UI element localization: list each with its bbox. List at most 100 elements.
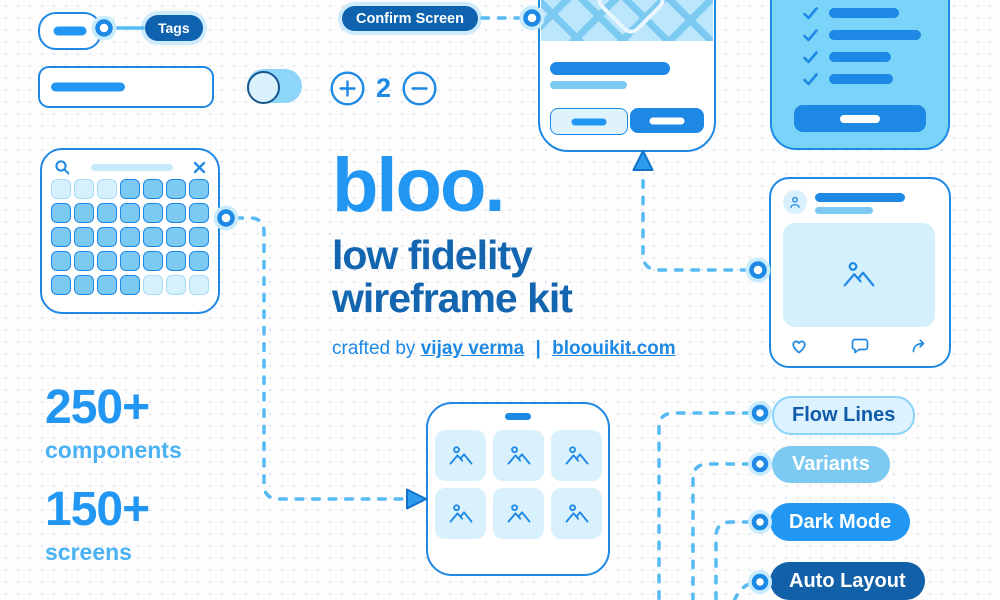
calendar-cell[interactable]	[51, 226, 71, 248]
calendar-cell[interactable]	[74, 250, 94, 272]
check-icon	[803, 6, 818, 19]
calendar-cell[interactable]	[120, 226, 140, 248]
gallery-grid	[435, 430, 602, 539]
calendar-wireframe	[40, 148, 220, 314]
feature-tag-label: Variants	[792, 453, 870, 475]
stepper-value: 2	[376, 72, 392, 103]
image-placeholder-icon	[507, 503, 530, 523]
calendar-cell[interactable]	[166, 250, 186, 272]
checklist-item-bar	[829, 74, 893, 84]
calendar-cell[interactable]	[74, 179, 94, 200]
feature-tag-variants: Variants	[772, 446, 890, 483]
calendar-cell[interactable]	[166, 202, 186, 224]
feature-tag-dark-mode: Dark Mode	[770, 503, 911, 541]
calendar-cell[interactable]	[51, 179, 71, 200]
primary-button[interactable]	[630, 108, 704, 133]
calendar-cell[interactable]	[189, 202, 209, 224]
image-placeholder-icon	[449, 445, 472, 465]
checklist-row	[802, 28, 921, 41]
calendar-cell[interactable]	[143, 250, 163, 272]
checklist-row	[802, 72, 921, 85]
stat-label: components	[45, 437, 182, 463]
image-placeholder-icon	[565, 445, 588, 465]
check-icon	[803, 50, 818, 63]
calendar-cell[interactable]	[74, 226, 94, 248]
toggle-switch[interactable]	[247, 69, 302, 104]
check-icon	[803, 72, 818, 85]
map-pin-icon	[592, 0, 670, 39]
dark-mode-tag-line	[714, 520, 752, 600]
button-label-bar	[649, 117, 685, 124]
gallery-item[interactable]	[493, 430, 544, 481]
toggle-knob[interactable]	[247, 70, 280, 104]
calendar-cell[interactable]	[51, 250, 71, 272]
confirm-screen-badge: Confirm Screen	[342, 6, 478, 31]
connector-dot	[748, 401, 772, 425]
gallery-item[interactable]	[551, 488, 602, 539]
calendar-cell[interactable]	[143, 179, 163, 200]
gallery-item[interactable]	[435, 430, 486, 481]
minus-button[interactable]	[402, 70, 437, 106]
plus-button[interactable]	[330, 70, 365, 106]
checklist-item-bar	[829, 8, 899, 18]
calendar-cell[interactable]	[166, 274, 186, 295]
calendar-cell[interactable]	[97, 202, 117, 224]
calendar-cell[interactable]	[97, 274, 117, 295]
title-placeholder-bar	[550, 62, 670, 75]
comment-icon[interactable]	[850, 336, 870, 355]
feature-tag-label: Flow Lines	[792, 404, 896, 426]
calendar-cell[interactable]	[120, 250, 140, 272]
stat-value: 250+	[45, 381, 150, 434]
feature-tag-label: Dark Mode	[789, 510, 892, 533]
connector-dot	[748, 570, 772, 594]
credit-line: crafted by vijay verma | bloouikit.com	[332, 338, 677, 360]
calendar-cell[interactable]	[189, 179, 209, 200]
calendar-cell[interactable]	[51, 202, 71, 224]
calendar-cell[interactable]	[189, 226, 209, 248]
stats-section: 250+ components 150+ screens	[45, 384, 182, 566]
checklist-row	[802, 6, 921, 19]
author-link[interactable]: vijay verma	[420, 338, 525, 360]
tag-chip[interactable]	[38, 12, 102, 50]
calendar-cell[interactable]	[120, 179, 140, 200]
calendar-cell[interactable]	[143, 274, 163, 295]
image-placeholder-icon	[507, 445, 530, 465]
calendar-cell[interactable]	[143, 226, 163, 248]
calendar-cell[interactable]	[97, 250, 117, 272]
stat-components: 250+ components	[45, 384, 182, 464]
checklist-confirm-button[interactable]	[794, 105, 926, 132]
username-bar	[815, 193, 905, 202]
checklist-rows	[802, 6, 921, 96]
calendar-header	[54, 158, 206, 176]
close-icon[interactable]	[193, 161, 206, 174]
gallery-item[interactable]	[435, 488, 486, 539]
share-icon[interactable]	[910, 336, 931, 355]
check-icon	[803, 28, 818, 41]
calendar-cell[interactable]	[166, 226, 186, 248]
calendar-cell[interactable]	[189, 250, 209, 272]
calendar-cell[interactable]	[51, 274, 71, 295]
calendar-cell[interactable]	[74, 274, 94, 295]
calendar-cell[interactable]	[120, 274, 140, 295]
checklist-wireframe	[770, 0, 950, 150]
button-label-bar	[571, 118, 607, 125]
calendar-cell[interactable]	[97, 226, 117, 248]
calendar-cell[interactable]	[166, 179, 186, 200]
title-line-1: low fidelity	[332, 232, 533, 278]
text-input[interactable]	[38, 66, 214, 108]
calendar-cell[interactable]	[97, 179, 117, 200]
site-link[interactable]: bloouikit.com	[552, 338, 676, 360]
connector-dot	[745, 257, 771, 283]
secondary-button[interactable]	[550, 108, 628, 135]
like-icon[interactable]	[789, 336, 809, 355]
gallery-item[interactable]	[551, 430, 602, 481]
calendar-cell[interactable]	[74, 202, 94, 224]
brand-logo: bloo.	[332, 143, 506, 228]
calendar-cell[interactable]	[120, 202, 140, 224]
calendar-cell[interactable]	[189, 274, 209, 295]
subtitle-placeholder-bar	[550, 81, 627, 89]
calendar-cell[interactable]	[143, 202, 163, 224]
gallery-item[interactable]	[493, 488, 544, 539]
calendar-title-bar	[91, 163, 173, 171]
search-icon[interactable]	[54, 159, 71, 176]
